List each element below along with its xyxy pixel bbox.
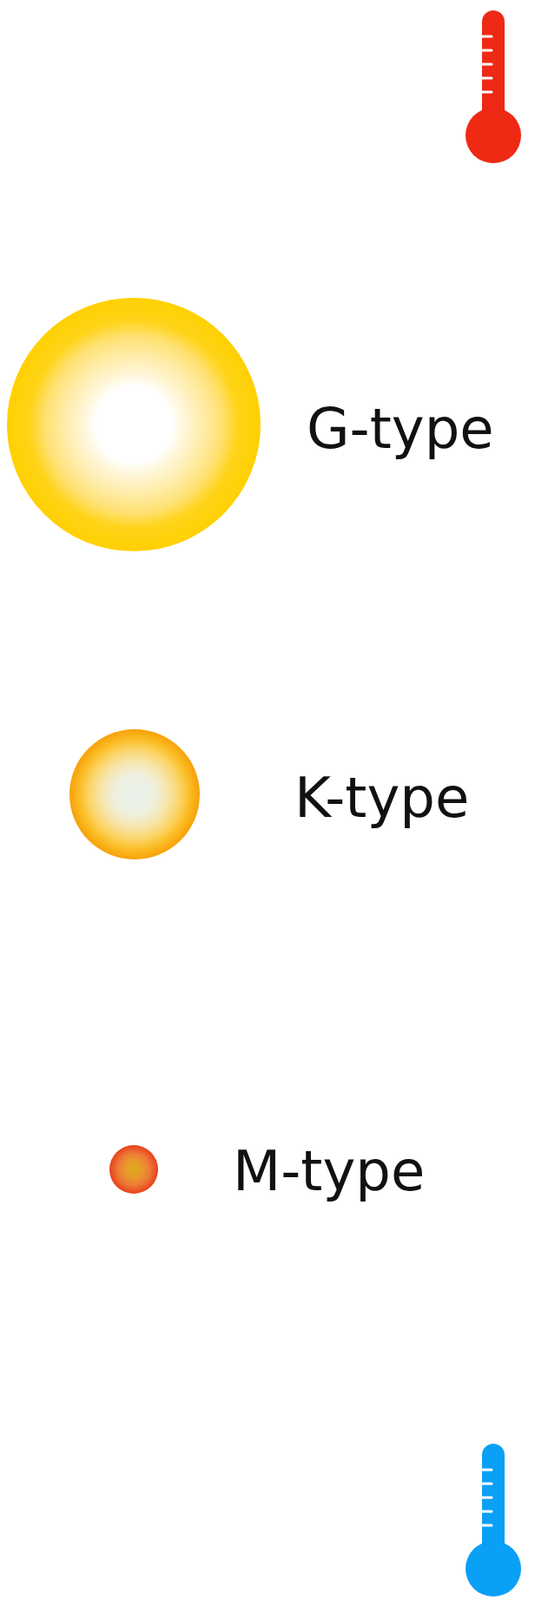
- m-star: [109, 1145, 159, 1195]
- star-type-label: G-type: [306, 401, 495, 457]
- g-star: [6, 297, 261, 552]
- cold-thermometer: [465, 1444, 522, 1598]
- k-star: [69, 729, 200, 860]
- hot-thermometer: [465, 10, 522, 164]
- star-type-label: K-type: [294, 770, 469, 826]
- star-type-label: M-type: [232, 1143, 425, 1200]
